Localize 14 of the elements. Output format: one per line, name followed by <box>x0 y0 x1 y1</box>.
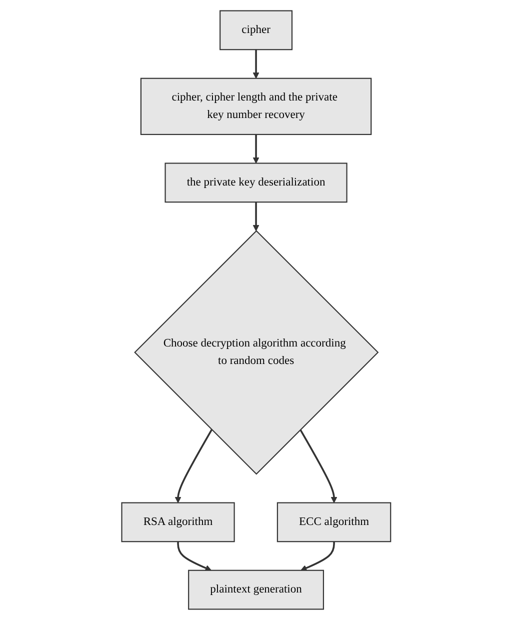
node-box: the private key deserialization <box>165 162 348 203</box>
arrow <box>253 134 260 164</box>
arrow <box>253 50 260 79</box>
node-box: ECC algorithm <box>277 502 392 542</box>
arrow <box>253 202 260 232</box>
arrow <box>175 429 213 504</box>
node-box: RSA algorithm <box>122 502 236 542</box>
node-box: cipher <box>220 10 293 50</box>
node-box: cipher, cipher length and the private key number recovery <box>140 78 372 136</box>
node-diamond: Choose decryption algorithm according to random codes <box>134 230 380 475</box>
node-box: plaintext generation <box>188 570 324 610</box>
arrow <box>300 542 336 572</box>
arrow <box>300 429 338 504</box>
arrow <box>177 542 212 572</box>
